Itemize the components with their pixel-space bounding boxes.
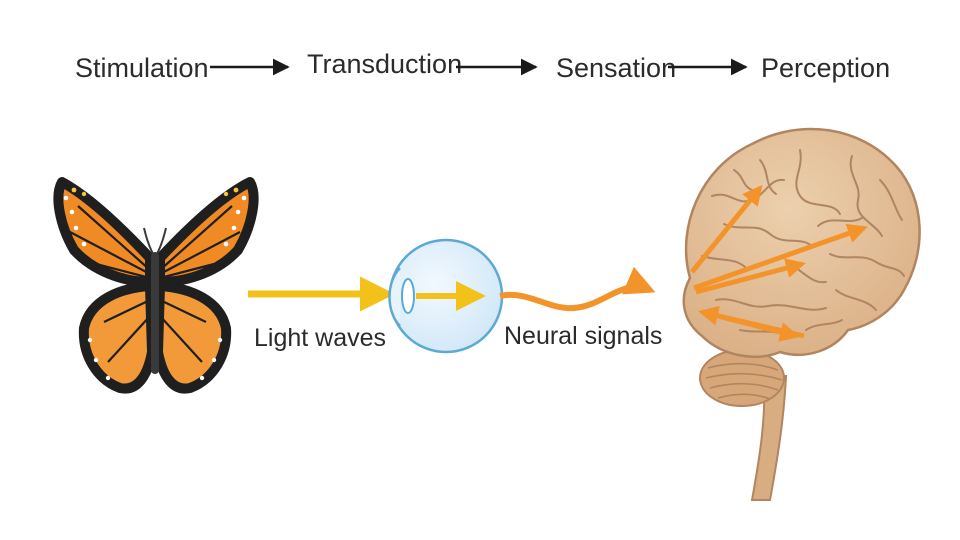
light-waves-label: Light waves: [254, 324, 386, 352]
step-perception-label: Perception: [761, 53, 890, 83]
brain-icon: [682, 127, 921, 501]
process-steps: Stimulation Transduction Sensation Perce…: [75, 49, 890, 83]
perception-arrows: [690, 184, 868, 342]
eye-icon: [388, 238, 504, 354]
step-sensation-label: Sensation: [556, 53, 676, 83]
neural-signals-label: Neural signals: [504, 322, 662, 350]
step-transduction-label: Transduction: [307, 49, 462, 79]
butterfly-icon: [53, 177, 259, 394]
step-stimulation-label: Stimulation: [75, 53, 209, 83]
neural-signals-arrow: [499, 266, 656, 312]
